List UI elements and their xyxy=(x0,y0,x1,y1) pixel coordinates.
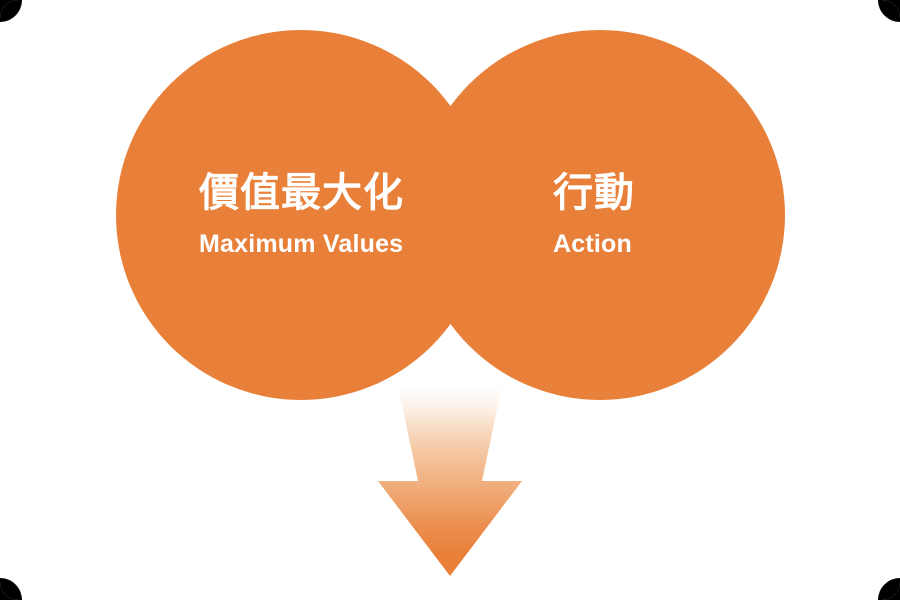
label-action: 行動 Action xyxy=(553,172,635,259)
label-maximum-values-cjk: 價值最大化 xyxy=(199,171,404,215)
circle-action xyxy=(415,30,785,400)
down-arrow-icon xyxy=(378,386,522,576)
label-action-cjk: 行動 xyxy=(553,171,635,215)
label-action-en: Action xyxy=(553,230,632,259)
label-maximum-values: 價值最大化 Maximum Values xyxy=(199,172,404,259)
circle-maximum-values xyxy=(116,30,486,400)
label-maximum-values-en: Maximum Values xyxy=(199,230,404,259)
